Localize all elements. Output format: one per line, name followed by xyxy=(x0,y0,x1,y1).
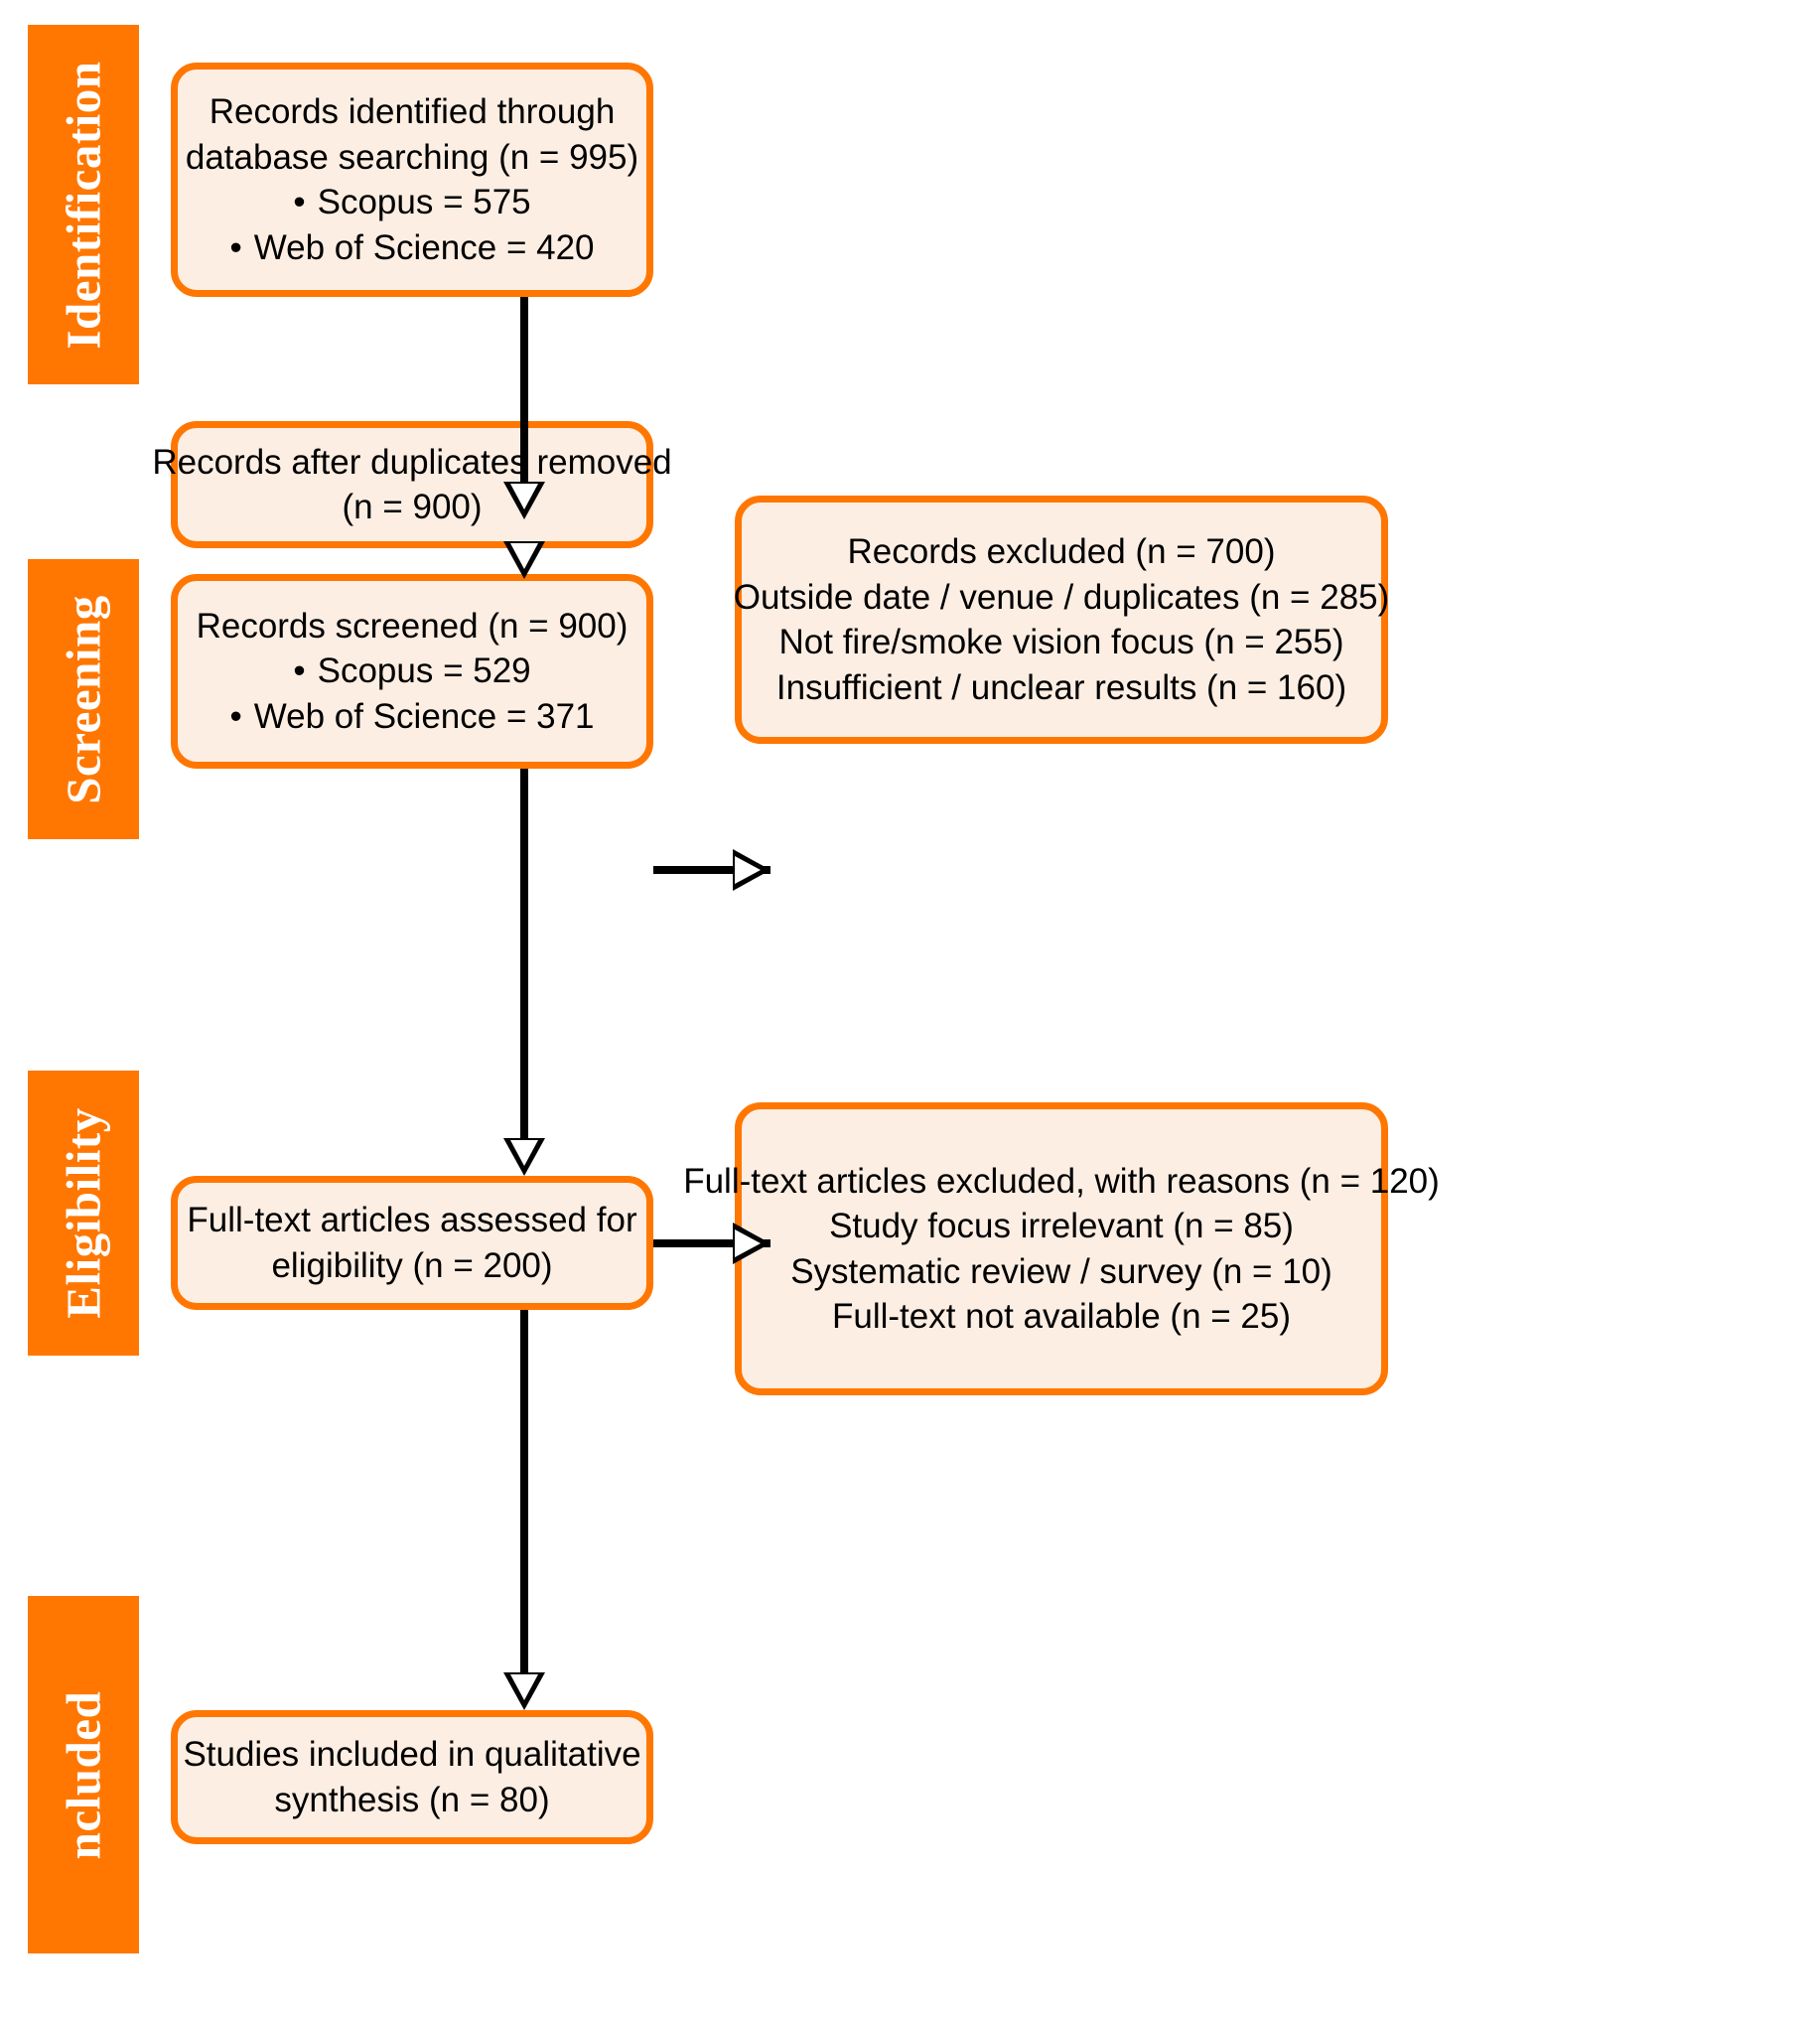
box-records-screened: Records screened (n = 900) Scopus = 529 … xyxy=(171,574,653,769)
box-records-excluded-screening: Records excluded (n = 700) Outside date … xyxy=(733,496,1390,744)
studies-included-line-2: synthesis (n = 80) xyxy=(274,1780,550,1819)
records-excluded-total: Records excluded (n = 700) xyxy=(847,532,1276,571)
studies-included-line-1: Studies included in qualitative xyxy=(183,1735,641,1774)
stage-bar-eligibility: Eligibility xyxy=(28,1071,139,1356)
fulltext-excluded-reason-irrelevant: Study focus irrelevant (n = 85) xyxy=(829,1207,1294,1245)
arrowhead-duplicates-to-screened xyxy=(503,541,545,579)
arrowhead-fulltext-to-excluded xyxy=(733,1223,770,1264)
records-excluded-reason-outside-date: Outside date / venue / duplicates (n = 2… xyxy=(733,577,1390,617)
box-fulltext-articles-excluded: Full-text articles excluded, with reason… xyxy=(683,1102,1440,1395)
fulltext-assessed-line-2: eligibility (n = 200) xyxy=(271,1245,553,1285)
stage-label-eligibility: Eligibility xyxy=(56,1107,111,1319)
fulltext-excluded-total: Full-text articles excluded, with reason… xyxy=(683,1161,1440,1201)
box-records-identified: Records identified through database sear… xyxy=(171,63,653,297)
fulltext-excluded-reason-review: Systematic review / survey (n = 10) xyxy=(790,1251,1332,1291)
records-identified-scopus: Scopus = 575 xyxy=(293,180,531,225)
records-screened-scopus: Scopus = 529 xyxy=(293,649,531,694)
connector-screened-to-fulltext xyxy=(520,769,528,1166)
duplicates-removed-line-1: Records after duplicates removed xyxy=(152,442,672,482)
records-screened-wos: Web of Science = 371 xyxy=(229,694,595,740)
arrowhead-screened-to-fulltext xyxy=(503,1138,545,1176)
stage-bar-identification: Identification xyxy=(28,25,139,384)
arrowhead-screened-to-excluded xyxy=(733,849,770,891)
fulltext-excluded-reason-unavailable: Full-text not available (n = 25) xyxy=(831,1297,1292,1336)
records-screened-line-1: Records screened (n = 900) xyxy=(196,606,629,646)
box-fulltext-articles-assessed: Full-text articles assessed for eligibil… xyxy=(171,1176,653,1310)
connector-fulltext-to-included xyxy=(520,1310,528,1672)
arrowhead-identified-to-duplicates xyxy=(503,482,545,519)
box-studies-included: Studies included in qualitative synthesi… xyxy=(171,1710,653,1844)
records-excluded-reason-insufficient: Insufficient / unclear results (n = 160) xyxy=(775,667,1347,707)
box-records-after-duplicates-removed: Records after duplicates removed (n = 90… xyxy=(152,421,672,548)
connector-identified-to-duplicates xyxy=(520,297,528,482)
connector-screened-to-excluded xyxy=(653,866,770,874)
arrowhead-fulltext-to-included xyxy=(503,1672,545,1710)
records-identified-line-2: database searching (n = 995) xyxy=(185,137,639,177)
stage-label-screening: Screening xyxy=(56,594,111,804)
stage-label-identification: Identification xyxy=(56,60,111,350)
fulltext-assessed-line-1: Full-text articles assessed for xyxy=(187,1201,637,1239)
duplicates-removed-line-2: (n = 900) xyxy=(342,488,483,526)
stage-bar-included: ncluded xyxy=(28,1596,139,1953)
stage-label-included: ncluded xyxy=(56,1690,111,1859)
records-excluded-reason-not-focus: Not fire/smoke vision focus (n = 255) xyxy=(778,623,1344,661)
records-identified-wos: Web of Science = 420 xyxy=(229,225,595,271)
connector-fulltext-to-excluded xyxy=(653,1239,770,1247)
records-identified-line-1: Records identified through xyxy=(209,92,616,131)
stage-bar-screening: Screening xyxy=(28,559,139,839)
